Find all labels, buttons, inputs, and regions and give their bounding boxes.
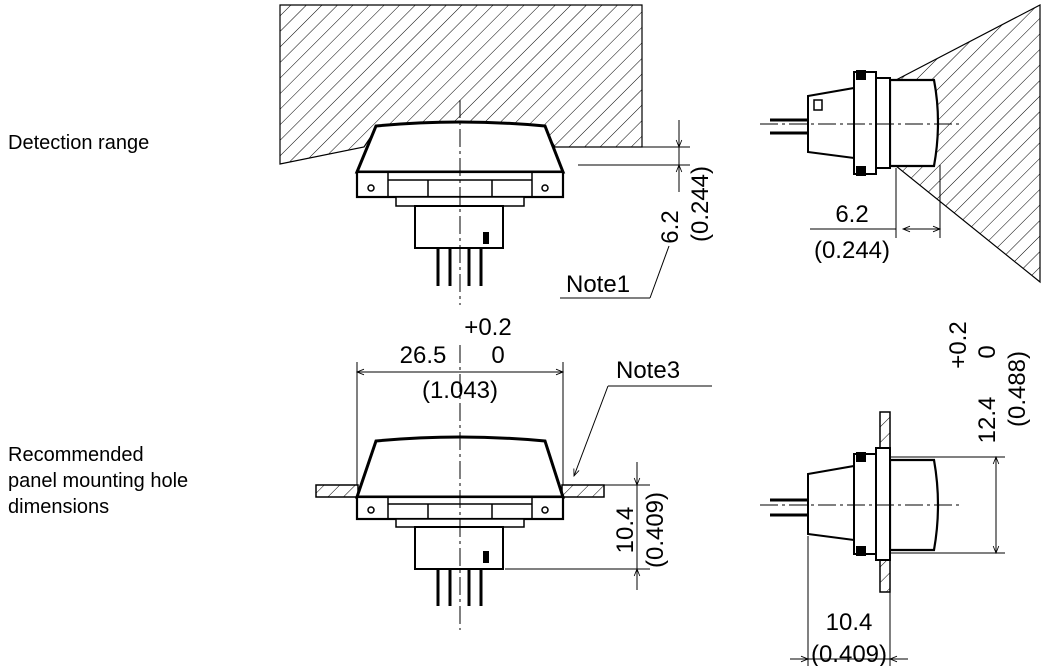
side-top-dim-mm: 6.2 xyxy=(835,201,868,228)
front-body-housing xyxy=(414,205,504,249)
width-dim-mm: 26.5 xyxy=(400,342,447,369)
side-bottom-dim-mm: 10.4 xyxy=(826,609,873,636)
front-view-mounting: +0.2 26.5 0 (1.043) Note3 10.4 (0.409) xyxy=(315,314,712,630)
side-height-dim-in: (0.488) xyxy=(1004,351,1031,427)
detection-range-label: Detection range xyxy=(8,132,150,154)
side-view-detection: 6.2 (0.244) xyxy=(760,4,1041,284)
mounting-label-line3: dimensions xyxy=(8,496,110,518)
width-tol-lower: 0 xyxy=(491,342,504,369)
note1-label: Note1 xyxy=(566,271,630,298)
side-top-dim-in: (0.244) xyxy=(814,237,890,264)
side-height-tol-lower: 0 xyxy=(974,345,1001,358)
mounting-label-line2: panel mounting hole xyxy=(8,470,189,492)
width-dim-in: (1.043) xyxy=(422,377,498,404)
side-height-dim-mm: 12.4 xyxy=(974,397,1001,444)
front-bottom-dim-in: (0.409) xyxy=(642,492,669,568)
side-bottom-dim-in: (0.409) xyxy=(811,641,887,666)
mounting-label-line1: Recommended xyxy=(8,444,144,466)
note3-label: Note3 xyxy=(616,357,680,384)
panel-right xyxy=(561,484,605,498)
mounting-hole-label: Recommended panel mounting hole dimensio… xyxy=(8,442,188,520)
panel-left xyxy=(315,484,359,498)
side-view-mounting: +0.2 0 12.4 (0.488) 10.4 (0.409) xyxy=(760,321,1031,666)
side-height-tol-upper: +0.2 xyxy=(945,321,972,368)
width-tol-upper: +0.2 xyxy=(464,314,511,341)
front-bottom-dim-mm: 10.4 xyxy=(612,507,639,554)
front-top-dim-mm: 6.2 xyxy=(657,210,684,243)
front-view-detection: 6.2 (0.244) Note1 xyxy=(279,4,714,305)
front-top-dim-in: (0.244) xyxy=(687,166,714,242)
